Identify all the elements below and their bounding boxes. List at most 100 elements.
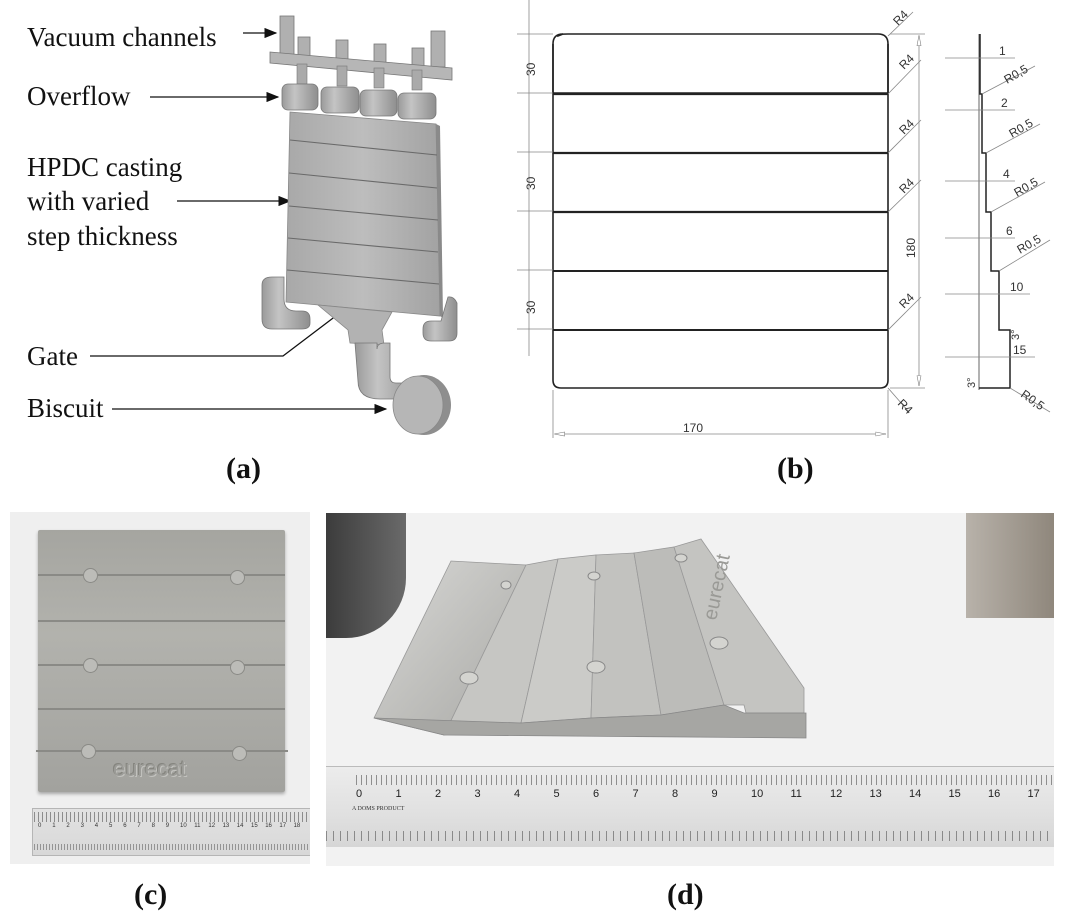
step-line	[38, 574, 285, 576]
ruler-number: 8	[151, 823, 155, 829]
front-view-outline	[552, 44, 889, 389]
ruler-number: 0	[356, 788, 363, 800]
ejector-pin	[709, 636, 729, 650]
ejector-pin	[500, 580, 512, 590]
ejector-pin	[586, 660, 606, 674]
step-line	[38, 664, 285, 666]
front-view	[552, 33, 889, 389]
leader-gate	[90, 308, 347, 357]
side-view-radius-leaders	[981, 65, 1051, 413]
dim-step-height-2: 30	[524, 176, 538, 190]
callout-gate: Gate	[27, 341, 78, 371]
dim-side-radius-5: R0,5	[1018, 387, 1047, 413]
panel-label-a: (a)	[226, 452, 261, 485]
ruler-brand: A DOMS PRODUCT	[352, 806, 405, 812]
ruler-number: 6	[123, 823, 127, 829]
dim-side-radius-1: R0,5	[1002, 62, 1031, 87]
dim-thickness-5: 10	[1010, 280, 1024, 294]
ruler-number: 6	[593, 788, 600, 800]
dim-radius-4: R4	[896, 175, 917, 196]
dim-radius-2: R4	[896, 51, 917, 72]
ruler-number: 3	[474, 788, 481, 800]
ruler-number: 5	[109, 823, 113, 829]
leader-lines	[90, 27, 388, 415]
casting-step-6	[673, 538, 805, 714]
panel-b: 30 30 30 170 180 R4 R4 R4 R4 R4	[505, 0, 1065, 500]
ruler-ticks	[356, 775, 1054, 785]
ruler-number: 0	[38, 823, 42, 829]
biscuit-shape	[392, 375, 451, 435]
casting-side-photo: eurecat	[373, 538, 807, 739]
ruler-number: 12	[208, 823, 216, 829]
ejector-pin	[674, 553, 688, 563]
ruler-number: 4	[514, 788, 521, 800]
dim-angle-1: 3°	[1010, 329, 1022, 340]
ruler-number: 4	[94, 823, 99, 829]
dim-angle-2: 3°	[966, 377, 978, 388]
ejector-pin	[587, 571, 601, 581]
ruler-number: 3	[80, 823, 84, 829]
background-object-right	[966, 513, 1054, 618]
ruler-number: 9	[711, 788, 718, 800]
ruler-number: 17	[279, 823, 287, 829]
dim-side-radius-2: R0,5	[1007, 116, 1036, 141]
panel-b-drawing: 30 30 30 170 180 R4 R4 R4 R4 R4	[517, 0, 1051, 438]
casting-plate	[38, 530, 285, 792]
dim-radius-3: R4	[896, 116, 917, 137]
panel-a-model	[90, 15, 458, 435]
radius-leaders	[887, 11, 922, 413]
ruler-number: 2	[66, 823, 70, 829]
dim-step-height-1: 30	[524, 62, 538, 76]
ruler-number: 10	[751, 788, 764, 800]
ruler-number: 12	[830, 788, 843, 800]
ruler-scale-bottom	[326, 831, 1054, 841]
ejector-pin	[232, 746, 247, 761]
vacuum-channels-shape	[269, 15, 453, 91]
dim-side-radius-3: R0,5	[1012, 175, 1041, 200]
ejector-pin	[459, 671, 479, 685]
ejector-pin	[230, 660, 245, 675]
side-view-thickness-dims	[945, 57, 1035, 358]
front-view-step-1	[552, 33, 889, 94]
ruler-number: 15	[251, 823, 258, 829]
callout-vacuum-channels: Vacuum channels	[27, 22, 217, 52]
ruler-number: 9	[165, 823, 170, 829]
ruler-number: 10	[180, 823, 187, 829]
ruler-scale-bottom	[34, 844, 308, 850]
ruler-number: 1	[395, 788, 402, 800]
ruler-number: 1	[52, 823, 56, 829]
ruler-number: 2	[435, 788, 442, 800]
callout-overflow: Overflow	[27, 81, 131, 111]
ruler-number: 13	[222, 823, 230, 829]
width-dimension	[552, 390, 889, 438]
panel-a: Vacuum channels Overflow HPDC casting wi…	[0, 0, 500, 490]
callout-casting-line1: HPDC casting	[27, 152, 183, 182]
ruler-number: 15	[948, 788, 961, 800]
dim-step-height-3: 30	[524, 300, 538, 314]
side-overflow-shape	[261, 276, 458, 342]
panel-label-c: (c)	[134, 878, 168, 911]
dim-radius-5: R4	[896, 290, 917, 311]
ejector-pin	[83, 658, 98, 673]
left-dimensions	[517, 0, 553, 356]
step-line	[36, 750, 288, 752]
height-dimension	[890, 33, 925, 389]
ejector-pin	[83, 568, 98, 583]
ejector-pin	[81, 744, 96, 759]
ruler-number: 16	[265, 823, 272, 829]
ruler-ticks	[34, 812, 308, 822]
dim-thickness-6: 15	[1013, 343, 1027, 357]
ruler-number: 7	[137, 823, 141, 829]
ruler-number: 7	[632, 788, 639, 800]
step-line	[38, 620, 285, 622]
ruler-number: 11	[790, 788, 802, 800]
embossed-logo: eurecat	[113, 756, 187, 781]
dim-thickness-3: 4	[1003, 167, 1010, 181]
ruler-number: 16	[988, 788, 1001, 800]
dim-radius-1: R4	[890, 7, 911, 28]
callout-casting-line3: step thickness	[27, 221, 178, 251]
